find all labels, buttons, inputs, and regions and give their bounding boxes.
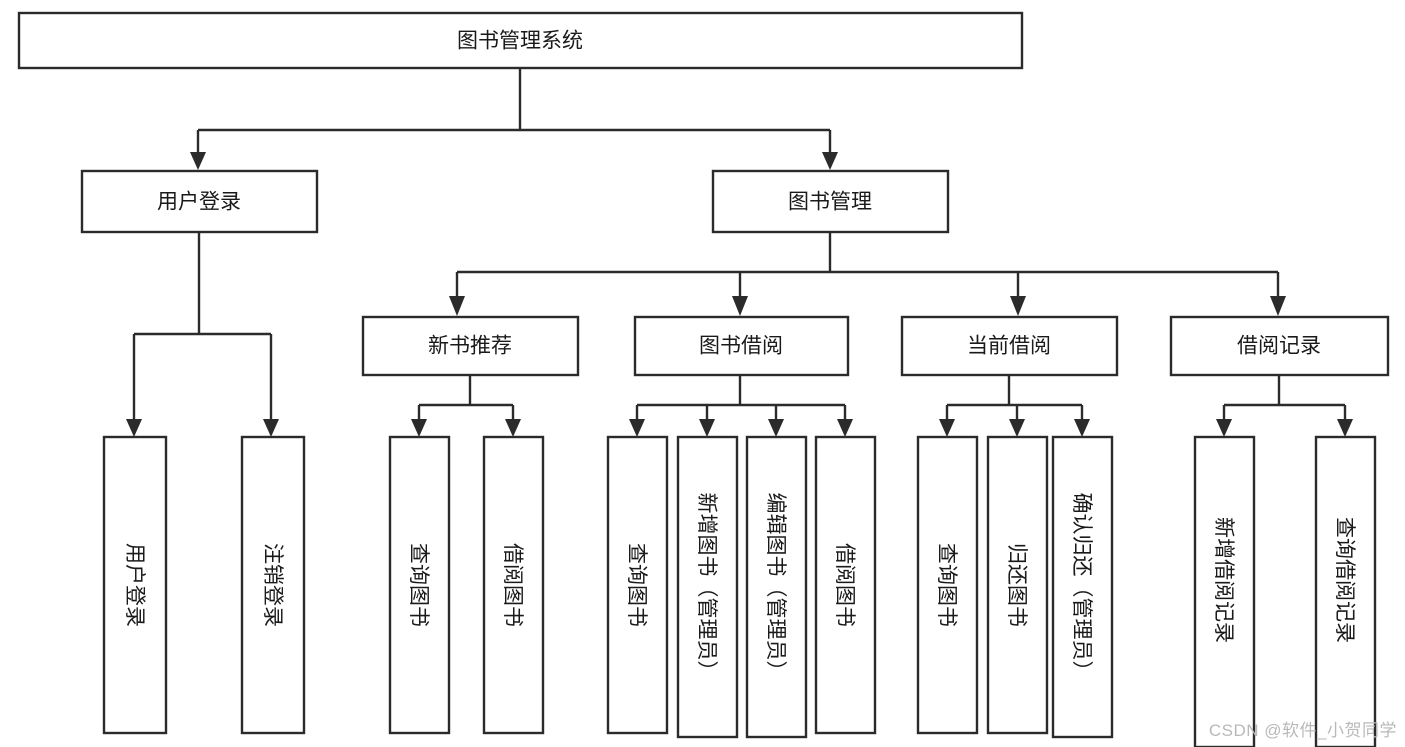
- node-book-borrow-label: 图书借阅: [699, 335, 783, 358]
- leaf-node-13-label: 查询借阅记录: [1333, 517, 1356, 643]
- leaf-node-4[interactable]: 借阅图书: [482, 435, 545, 735]
- leaf-node-12-box[interactable]: [1193, 435, 1256, 747]
- node-borrow-record-label: 借阅记录: [1237, 335, 1321, 358]
- node-new-book-rec[interactable]: 新书推荐: [361, 315, 580, 377]
- arrowhead-leaf-13: [1337, 419, 1353, 437]
- leaf-node-6-box[interactable]: [676, 435, 739, 739]
- leaf-node-8-box[interactable]: [814, 435, 877, 735]
- arrowhead-leaf-1: [126, 419, 142, 437]
- arrowhead-leaf-3: [411, 419, 427, 437]
- node-book-manage-label: 图书管理: [788, 191, 872, 214]
- arrowhead-new-book-rec: [449, 296, 465, 316]
- arrowhead-current-borrow: [1010, 296, 1026, 316]
- arrowhead-leaf-7: [768, 419, 784, 437]
- leaf-node-1-label: 用户登录: [123, 543, 146, 627]
- arrowhead-book-borrow: [732, 296, 748, 316]
- leaf-node-13[interactable]: 查询借阅记录: [1314, 435, 1377, 747]
- leaf-node-5-label: 查询图书: [625, 543, 648, 627]
- node-current-borrow-label: 当前借阅: [967, 335, 1051, 358]
- node-new-book-rec-box[interactable]: [361, 315, 580, 377]
- node-borrow-record[interactable]: 借阅记录: [1169, 315, 1390, 377]
- node-root-label: 图书管理系统: [457, 30, 583, 53]
- leaf-node-2[interactable]: 注销登录: [240, 435, 306, 735]
- leaf-node-6[interactable]: 新增图书（管理员）: [676, 435, 739, 739]
- csdn-watermark: CSDN @软件_小贺同学: [1208, 721, 1397, 740]
- arrowhead-leaf-4: [505, 419, 521, 437]
- leaf-node-4-label: 借阅图书: [501, 543, 524, 627]
- node-new-book-rec-label: 新书推荐: [428, 335, 512, 358]
- leaf-node-10-box[interactable]: [986, 435, 1049, 735]
- node-current-borrow-box[interactable]: [900, 315, 1119, 377]
- leaf-node-9-box[interactable]: [916, 435, 979, 735]
- leaf-node-9[interactable]: 查询图书: [916, 435, 979, 735]
- arrowhead-leaf-6: [699, 419, 715, 437]
- node-user-login[interactable]: 用户登录: [80, 169, 319, 234]
- leaf-node-3[interactable]: 查询图书: [388, 435, 451, 735]
- node-borrow-record-box[interactable]: [1169, 315, 1390, 377]
- arrowhead-leaf-12: [1216, 419, 1232, 437]
- leaf-node-7[interactable]: 编辑图书（管理员）: [745, 435, 808, 739]
- node-root[interactable]: 图书管理系统: [17, 11, 1024, 70]
- leaf-node-11[interactable]: 确认归还（管理员）: [1051, 435, 1114, 739]
- leaf-node-6-label: 新增图书（管理员）: [695, 493, 718, 682]
- leaf-node-3-box[interactable]: [388, 435, 451, 735]
- leaf-node-2-box[interactable]: [240, 435, 306, 735]
- leaf-node-7-label: 编辑图书（管理员）: [764, 493, 787, 682]
- leaf-node-10[interactable]: 归还图书: [986, 435, 1049, 735]
- leaf-node-11-label: 确认归还（管理员）: [1070, 493, 1093, 682]
- leaf-node-2-label: 注销登录: [261, 543, 284, 627]
- leaf-node-13-box[interactable]: [1314, 435, 1377, 747]
- node-current-borrow[interactable]: 当前借阅: [900, 315, 1119, 377]
- node-book-manage-box[interactable]: [711, 169, 950, 234]
- connector-layer: [126, 68, 1353, 437]
- leaf-node-1[interactable]: 用户登录: [102, 435, 168, 735]
- arrowhead-leaf-10: [1009, 419, 1025, 437]
- leaf-node-5-box[interactable]: [606, 435, 669, 735]
- leaf-node-1-box[interactable]: [102, 435, 168, 735]
- leaf-node-8[interactable]: 借阅图书: [814, 435, 877, 735]
- leaf-node-7-box[interactable]: [745, 435, 808, 739]
- arrowhead-leaf-5: [629, 419, 645, 437]
- leaf-node-4-box[interactable]: [482, 435, 545, 735]
- leaf-node-5[interactable]: 查询图书: [606, 435, 669, 735]
- node-root-box[interactable]: [17, 11, 1024, 70]
- arrowhead-leaf-9: [939, 419, 955, 437]
- leaf-node-9-label: 查询图书: [935, 543, 958, 627]
- leaf-node-3-label: 查询图书: [407, 543, 430, 627]
- node-book-borrow-box[interactable]: [633, 315, 850, 377]
- arrowhead-leaf-11: [1074, 419, 1090, 437]
- leaf-node-8-label: 借阅图书: [833, 543, 856, 627]
- arrowhead-leaf-2: [263, 419, 279, 437]
- leaf-node-10-label: 归还图书: [1005, 543, 1028, 627]
- arrowhead-leaf-8: [837, 419, 853, 437]
- arrowhead-borrow-record: [1270, 296, 1286, 316]
- leaf-node-12[interactable]: 新增借阅记录: [1193, 435, 1256, 747]
- leaf-node-11-box[interactable]: [1051, 435, 1114, 739]
- node-user-login-label: 用户登录: [157, 191, 241, 214]
- node-user-login-box[interactable]: [80, 169, 319, 234]
- node-book-manage[interactable]: 图书管理: [711, 169, 950, 234]
- leaf-node-12-label: 新增借阅记录: [1212, 517, 1235, 643]
- arrowhead-user-login: [190, 152, 206, 170]
- node-book-borrow[interactable]: 图书借阅: [633, 315, 850, 377]
- arrowhead-book-manage: [822, 152, 838, 170]
